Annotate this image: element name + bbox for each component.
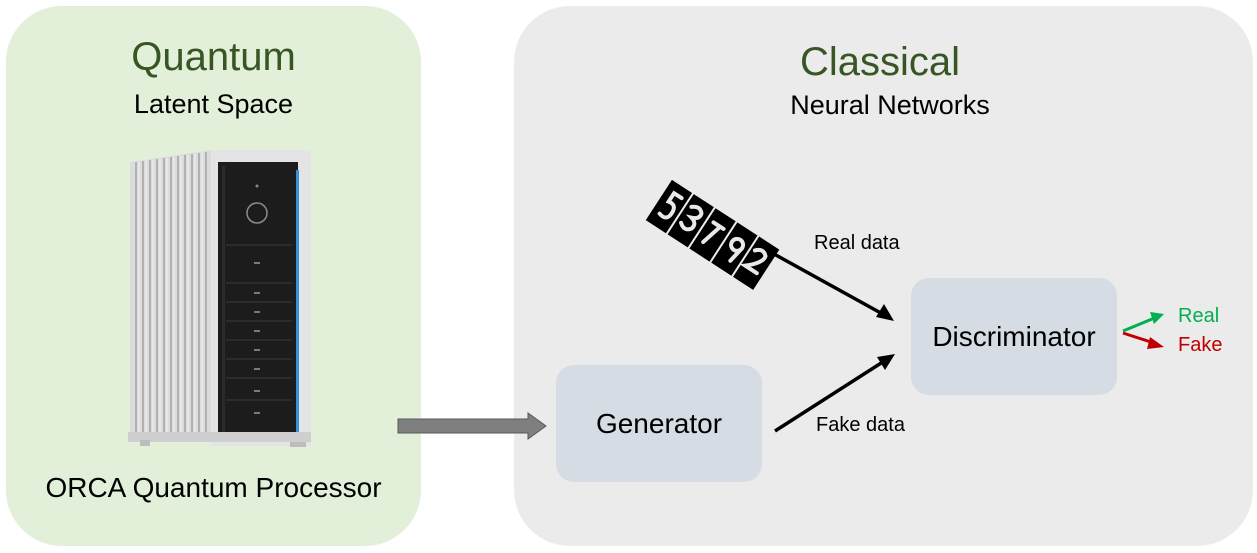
real-data-label: Real data [814, 232, 900, 254]
classical-title: Classical [799, 40, 961, 84]
real-output-arrow [1122, 312, 1164, 333]
discriminator-label: Discriminator [932, 320, 1096, 352]
output-fake-label: Fake [1178, 334, 1223, 356]
latent-to-generator-arrow [397, 412, 547, 440]
quantum-caption: ORCA Quantum Processor [45, 472, 382, 503]
fake-data-arrow [774, 354, 895, 433]
generator-label: Generator [595, 407, 723, 439]
real-data-arrow [773, 252, 894, 321]
fake-data-label: Fake data [816, 414, 905, 436]
classical-subtitle: Neural Networks [790, 90, 990, 120]
quantum-title: Quantum [131, 35, 296, 79]
generator-box: Generator [556, 365, 762, 482]
discriminator-box: Discriminator [911, 278, 1117, 395]
quantum-subtitle: Latent Space [133, 89, 294, 119]
fake-output-arrow [1122, 331, 1164, 349]
output-real-label: Real [1178, 305, 1220, 327]
